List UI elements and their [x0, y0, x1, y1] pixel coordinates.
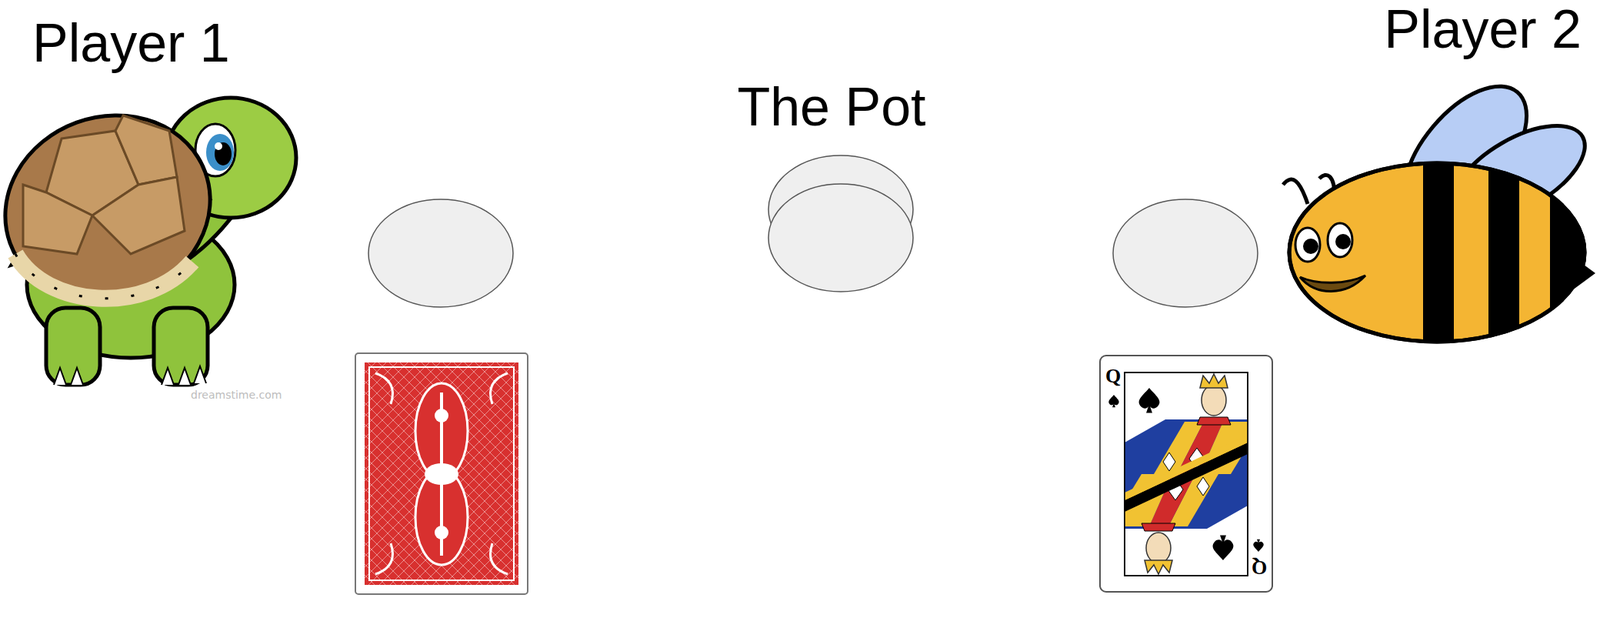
turtle-figure-part: [214, 142, 232, 166]
bee-figure-part: [1327, 223, 1353, 257]
turtle-figure-part: [214, 142, 223, 150]
queen-of-spades-card-part-part: [1139, 387, 1160, 413]
queen-of-spades-card-part: [1108, 394, 1119, 407]
queen-of-spades-card-part: [1124, 372, 1248, 576]
queen-of-spades-card-part: [1124, 434, 1248, 500]
bee-figure-part: [1283, 179, 1308, 204]
card-back-part: [355, 353, 528, 594]
queen-of-spades-card-part-part: [1201, 384, 1227, 416]
turtle-figure-part: [53, 366, 207, 385]
card-index: Q: [1251, 556, 1267, 577]
card-back: [355, 353, 528, 594]
card-back-part: [369, 366, 514, 580]
queen-of-spades-card-part: [1124, 442, 1248, 512]
turtle-figure-part: [15, 253, 193, 299]
turtle-figure-part: [23, 184, 93, 254]
player-name: Player 1: [32, 16, 230, 70]
pot-chip: [768, 183, 914, 292]
watermark: dreamstime.com: [190, 389, 282, 400]
pot-heading: The Pot: [736, 80, 926, 134]
bee-figure-part-part: [1550, 138, 1597, 370]
queen-of-spades-card-part: [1124, 372, 1248, 576]
queen-of-spades-card-part-part: [1196, 416, 1231, 425]
bee-figure-part-part: [1423, 138, 1454, 370]
turtle-figure-part: [206, 133, 234, 171]
bee-figure-part: [1289, 163, 1585, 342]
bee-figure-part: [1303, 238, 1319, 254]
card-index: Q: [1105, 366, 1121, 387]
queen-of-spades-card-part: [1100, 355, 1273, 592]
turtle-figure-part: [46, 307, 100, 385]
queen-of-spades-card: [1100, 355, 1273, 592]
card-back-part: [364, 362, 519, 585]
bee-figure-part: [1295, 227, 1320, 262]
queen-of-spades-card-part: [1253, 539, 1264, 552]
bee-figure-part: [1300, 275, 1366, 292]
player2-chip: [1113, 199, 1258, 307]
card-back-part: [434, 525, 449, 540]
card-back-part: [364, 362, 519, 585]
turtle-figure-part: [92, 176, 185, 254]
queen-of-spades-card-part-part: [1200, 373, 1228, 388]
turtle-figure: [0, 86, 297, 385]
bee-figure-part: [1335, 233, 1351, 250]
turtle-figure-part: [15, 253, 193, 299]
player-name: Player 2: [1383, 2, 1582, 57]
turtle-figure-part: [115, 115, 177, 185]
card-back-part: [375, 373, 508, 574]
bee-figure: [1283, 64, 1600, 370]
turtle-figure-part: [0, 86, 237, 329]
player1-chip: [368, 199, 514, 307]
card-back-part: [434, 408, 449, 423]
